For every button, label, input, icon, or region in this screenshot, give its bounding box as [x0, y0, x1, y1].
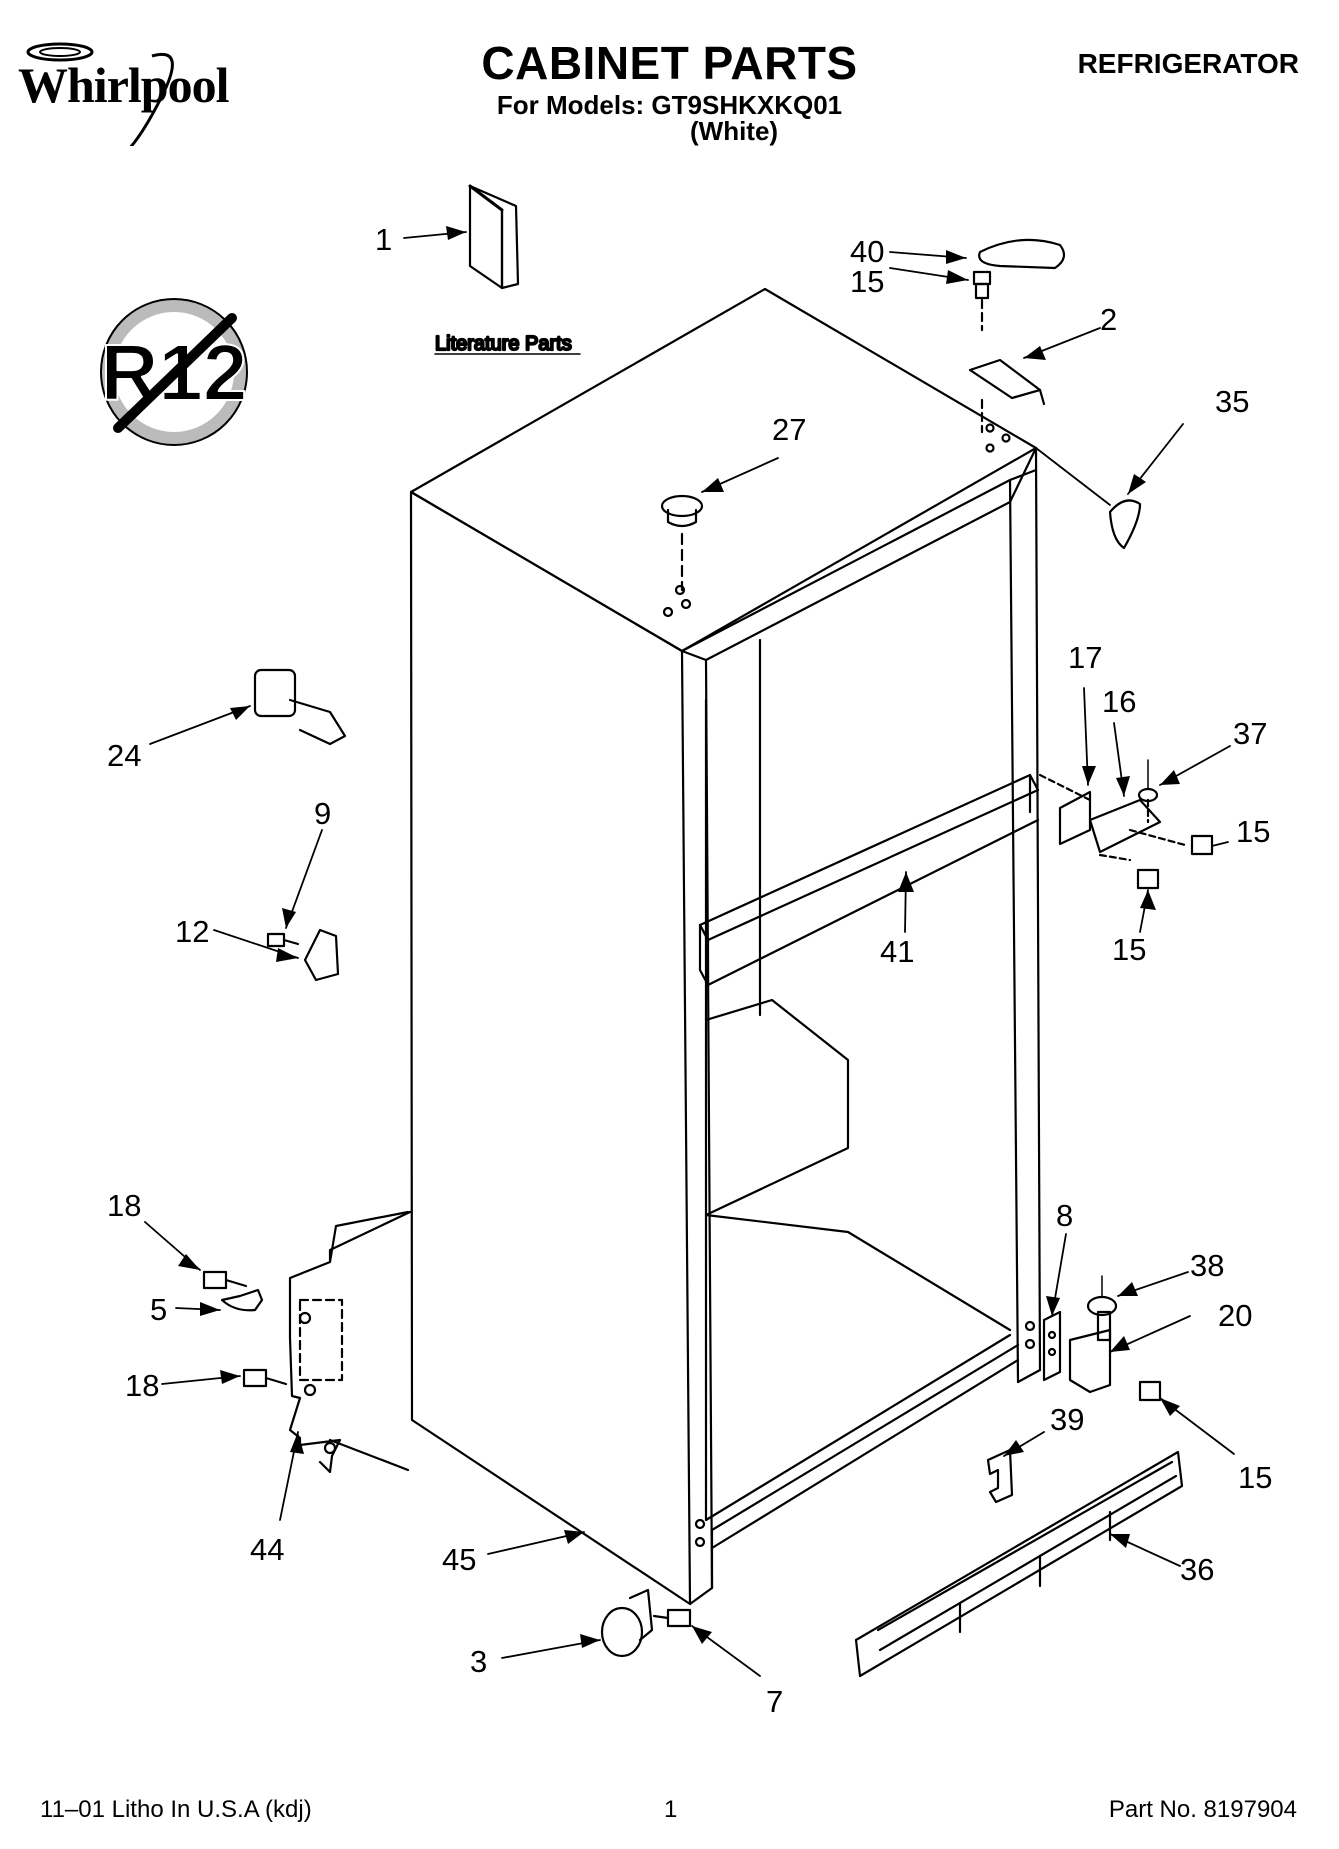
- callout-label: 24: [107, 738, 141, 773]
- brand-name: Whirlpool: [18, 57, 229, 113]
- callout-label: 44: [250, 1532, 284, 1567]
- callout-label: 37: [1233, 716, 1267, 751]
- callout-label: 18: [125, 1368, 159, 1403]
- page-title: CABINET PARTS: [481, 37, 858, 89]
- callout-label: 12: [175, 914, 209, 949]
- literature-book: [468, 184, 520, 290]
- exploded-parts-diagram: R12 Literature Parts: [100, 184, 1272, 1719]
- callout-label: 38: [1190, 1248, 1224, 1283]
- model-line: For Models: GT9SHKXKQ01: [496, 90, 843, 120]
- callout-label: 1: [375, 222, 392, 257]
- cap-leader: [1035, 447, 1111, 506]
- callout-label: 2: [1100, 302, 1117, 337]
- callout-label: 15: [850, 264, 884, 299]
- callout-arrowheads: [178, 226, 1180, 1648]
- literature-label: Literature Parts: [435, 333, 572, 355]
- mullion-bar: [698, 773, 1040, 987]
- toe-grille-clip: [986, 1448, 1014, 1504]
- middle-hinge-assembly: [1038, 759, 1214, 890]
- door-stop: [253, 668, 347, 746]
- callout-label: 41: [880, 934, 914, 969]
- lower-left-bracket-assembly: [202, 1210, 410, 1474]
- refrigerator-cabinet: [328, 287, 1042, 1606]
- callout-labels: 1 40 15 2 35 27 17 16 37 15 15 41 24 9 1…: [107, 222, 1272, 1719]
- part-number: Part No. 8197904: [1108, 1796, 1297, 1823]
- top-plug: [660, 494, 704, 592]
- callout-label: 18: [107, 1188, 141, 1223]
- callout-label: 36: [1180, 1552, 1214, 1587]
- callout-label: 20: [1218, 1298, 1252, 1333]
- callout-label: 8: [1056, 1198, 1073, 1233]
- callout-label: 5: [150, 1292, 167, 1327]
- footer-print-info: 11–01 Litho In U.S.A (kdj): [40, 1796, 312, 1823]
- top-hinge: [968, 358, 1046, 434]
- callout-label: 39: [1050, 1402, 1084, 1437]
- callout-label: 45: [442, 1542, 476, 1577]
- top-hinge-screw: [972, 270, 992, 332]
- callout-label: 17: [1068, 640, 1102, 675]
- callout-label: 27: [772, 412, 806, 447]
- hinge-cover: [978, 238, 1066, 270]
- model-variant: (White): [690, 116, 779, 146]
- callout-label: 40: [850, 234, 884, 269]
- callout-label: 15: [1112, 932, 1146, 967]
- leveling-roller: [600, 1588, 692, 1658]
- appliance-category: REFRIGERATOR: [1077, 48, 1299, 79]
- brand-logo: Whirlpool: [18, 42, 229, 146]
- callout-label: 9: [314, 796, 331, 831]
- callout-label: 15: [1236, 814, 1270, 849]
- callout-label: 3: [470, 1644, 487, 1679]
- brand-swirl-icon: [26, 42, 174, 146]
- callout-label: 16: [1102, 684, 1136, 719]
- callout-label: 35: [1215, 384, 1249, 419]
- clip-and-screw: [266, 928, 340, 982]
- badge-text: R12: [101, 328, 248, 417]
- page-number: 1: [664, 1796, 678, 1823]
- bottom-hinge-assembly: [1042, 1275, 1162, 1402]
- callout-label: 15: [1238, 1460, 1272, 1495]
- callout-label: 7: [766, 1684, 783, 1719]
- no-r12-badge: R12: [100, 298, 248, 446]
- toe-grille: [854, 1450, 1184, 1678]
- hinge-cap: [1108, 499, 1142, 550]
